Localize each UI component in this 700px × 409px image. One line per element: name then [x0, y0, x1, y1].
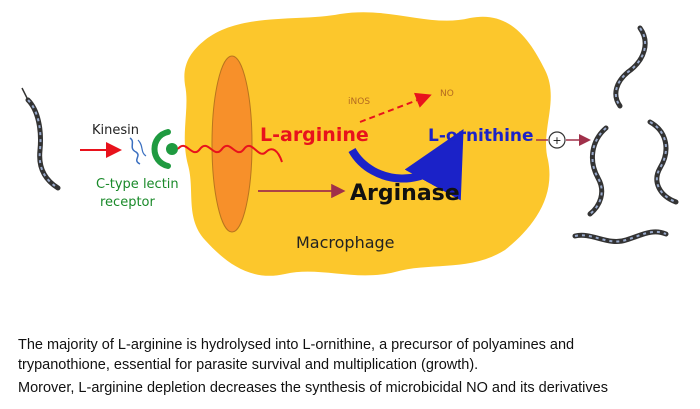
trypanosome-parasite-icon	[21, 87, 61, 191]
signal-wave	[177, 144, 283, 163]
caption-line-2: trypanothione, essential for parasite su…	[18, 357, 479, 373]
macrophage-label: Macrophage	[296, 233, 395, 252]
plus-circle-icon	[548, 131, 566, 149]
l-arginine-label: L-arginine	[260, 124, 369, 146]
proliferating-parasites	[572, 25, 679, 244]
kinesin-label: Kinesin	[92, 123, 139, 138]
lectin-label-line1: C-type lectin	[96, 177, 179, 192]
arginase-label: Arginase	[350, 181, 460, 206]
inos-dashed-arrow	[359, 92, 432, 123]
diagram-canvas: Kinesin C-type lectin receptor iNOS NO L…	[21, 12, 679, 276]
l-ornithine-label: L-ornithine	[428, 126, 534, 146]
caption-line-1: The majority of L-arginine is hydrolysed…	[18, 337, 575, 353]
inos-label: iNOS	[348, 97, 370, 107]
caption-line-3: Morover, L-arginine depletion decreases …	[18, 380, 608, 396]
cell-membrane	[211, 55, 253, 233]
lectin-receptor-icon	[151, 129, 178, 169]
conversion-arrow	[348, 128, 464, 201]
no-label: NO	[440, 89, 454, 99]
lectin-label-line2: receptor	[100, 195, 156, 210]
kinesin-molecule-icon	[129, 137, 147, 165]
macrophage-cell	[184, 12, 551, 276]
plus-sign: +	[552, 134, 561, 147]
